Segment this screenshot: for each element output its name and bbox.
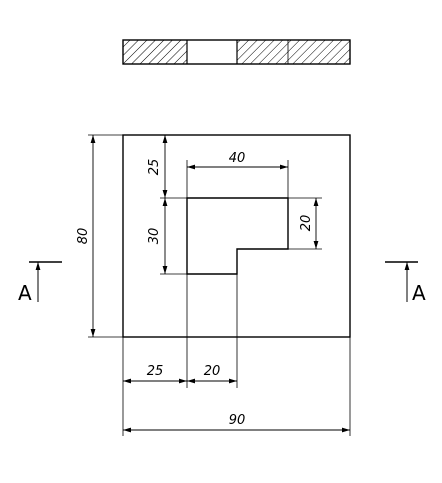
dim-step-height: 20	[299, 215, 314, 232]
section-hatch-right	[237, 40, 350, 64]
section-label-left: A	[18, 281, 32, 305]
dim-pocket-height: 30	[147, 228, 162, 245]
dim-overall-width: 90	[229, 413, 246, 428]
section-marker-right: A	[385, 261, 426, 305]
section-label-right: A	[412, 281, 426, 305]
dim-step-width: 20	[204, 364, 221, 379]
dimension-lines	[90, 135, 350, 433]
extension-lines	[88, 134, 351, 436]
dim-top-offset: 25	[147, 159, 162, 176]
dim-overall-height: 80	[76, 228, 91, 245]
section-view	[122, 39, 351, 65]
section-marker-left: A	[18, 261, 62, 305]
l-pocket-outline	[186, 197, 289, 275]
dim-pocket-width: 40	[229, 151, 246, 166]
section-hatch-left	[123, 40, 187, 64]
dim-left-offset: 25	[147, 364, 164, 379]
plate-outline	[122, 134, 351, 338]
